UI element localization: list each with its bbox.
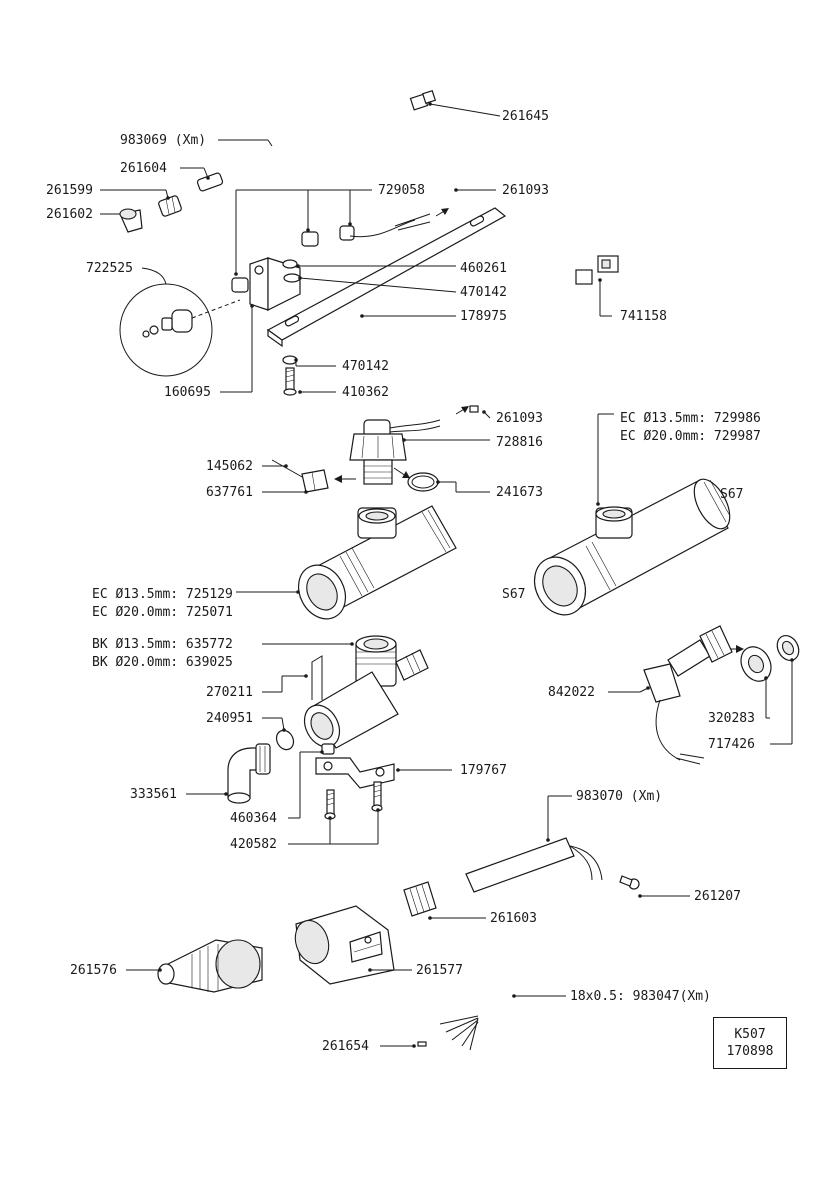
label-983069: 983069 (Xm): [120, 133, 206, 148]
nut-320283: [740, 646, 772, 682]
nut-261599: [158, 195, 182, 217]
label-s67b: S67: [502, 587, 525, 602]
cable-983069: [229, 106, 406, 170]
sensor-728816: [349, 419, 441, 485]
label-240951: 240951: [206, 711, 253, 726]
label-410362: 410362: [342, 385, 389, 400]
label-179767: 179767: [460, 763, 507, 778]
gland-261603: [403, 881, 437, 917]
label-160695: 160695: [164, 385, 211, 400]
connector-741158: [575, 255, 619, 285]
label-group: 261645 983069 (Xm) 261604 261599 729058 …: [46, 109, 761, 1054]
label-261645: 261645: [502, 109, 549, 124]
label-637761: 637761: [206, 485, 253, 500]
elbow-333561: [227, 743, 271, 804]
nut-460364: [321, 743, 335, 755]
seal-717426: [776, 634, 800, 662]
sleeve-261604: [196, 172, 224, 192]
label-261654: 261654: [322, 1039, 369, 1054]
oring-241673: [407, 472, 439, 492]
label-270211: 270211: [206, 685, 253, 700]
bracket-178975: [266, 207, 507, 348]
bracket-160695: [249, 257, 301, 311]
label-261603: 261603: [490, 911, 537, 926]
label-460261: 460261: [460, 261, 507, 276]
leader-lines: [100, 103, 793, 1047]
plate-179767: [315, 757, 395, 789]
socket-261577: [294, 905, 395, 985]
label-320283: 320283: [708, 711, 755, 726]
label-261576: 261576: [70, 963, 117, 978]
label-470142a: 470142: [460, 285, 507, 300]
label-333561: 333561: [130, 787, 177, 802]
label-420582: 420582: [230, 837, 277, 852]
label-842022: 842022: [548, 685, 595, 700]
label-470142b: 470142: [342, 359, 389, 374]
label-ec135: EC Ø13.5mm: 729986: [620, 411, 761, 426]
pin-145062: [271, 459, 305, 479]
connector-261645: [409, 89, 437, 111]
label-261093b: 261093: [496, 411, 543, 426]
label-261577: 261577: [416, 963, 463, 978]
screws-420582: [324, 781, 383, 820]
valve-body-635772: [303, 635, 429, 749]
washer-460261: [282, 259, 298, 269]
valve-body-729986: [533, 478, 731, 616]
terminal-261207: [619, 875, 640, 890]
leader-dots: [158, 102, 794, 1048]
doc-code: K507: [734, 1027, 766, 1042]
label-725071: EC Ø20.0mm: 725071: [92, 605, 233, 620]
cable-729058: [349, 213, 431, 238]
label-178975: 178975: [460, 309, 507, 324]
label-460364: 460364: [230, 811, 277, 826]
clip-637761: [301, 469, 329, 493]
nut-729058: [231, 225, 355, 293]
label-728816: 728816: [496, 435, 543, 450]
doc-number: 170898: [726, 1044, 774, 1059]
cable-842022: [643, 625, 733, 765]
label-261207: 261207: [694, 889, 741, 904]
label-741158: 741158: [620, 309, 667, 324]
label-639025: BK Ø20.0mm: 639025: [92, 655, 233, 670]
label-261093a: 261093: [502, 183, 549, 198]
cable-983047: [439, 950, 569, 1051]
clip-270211: [311, 655, 323, 700]
detail-722525: [119, 283, 241, 377]
label-145062: 145062: [206, 459, 253, 474]
label-717426: 717426: [708, 737, 755, 752]
label-261604: 261604: [120, 161, 167, 176]
pin-261654: [417, 1041, 427, 1047]
cable-983070: [465, 837, 603, 893]
oring-240951: [275, 729, 295, 751]
valve-body-725129: [297, 505, 457, 620]
label-635772: BK Ø13.5mm: 635772: [92, 637, 233, 652]
label-725129: EC Ø13.5mm: 725129: [92, 587, 233, 602]
label-983070: 983070 (Xm): [576, 789, 662, 804]
pin-261093b: [469, 405, 479, 413]
label-ec200: EC Ø20.0mm: 729987: [620, 429, 761, 444]
elbow-261602: [119, 208, 143, 233]
label-s67a: S67: [720, 487, 743, 502]
label-722525: 722525: [86, 261, 133, 276]
washer-470142: [282, 273, 301, 365]
label-261599: 261599: [46, 183, 93, 198]
screw-410362: [283, 367, 297, 396]
arrows: [334, 208, 744, 653]
label-241673: 241673: [496, 485, 543, 500]
label-983047: 18x0.5: 983047(Xm): [570, 989, 711, 1004]
plug-261576: [157, 939, 263, 993]
label-261602: 261602: [46, 207, 93, 222]
document-number-box: K507 170898: [713, 1017, 787, 1069]
label-729058: 729058: [378, 183, 425, 198]
